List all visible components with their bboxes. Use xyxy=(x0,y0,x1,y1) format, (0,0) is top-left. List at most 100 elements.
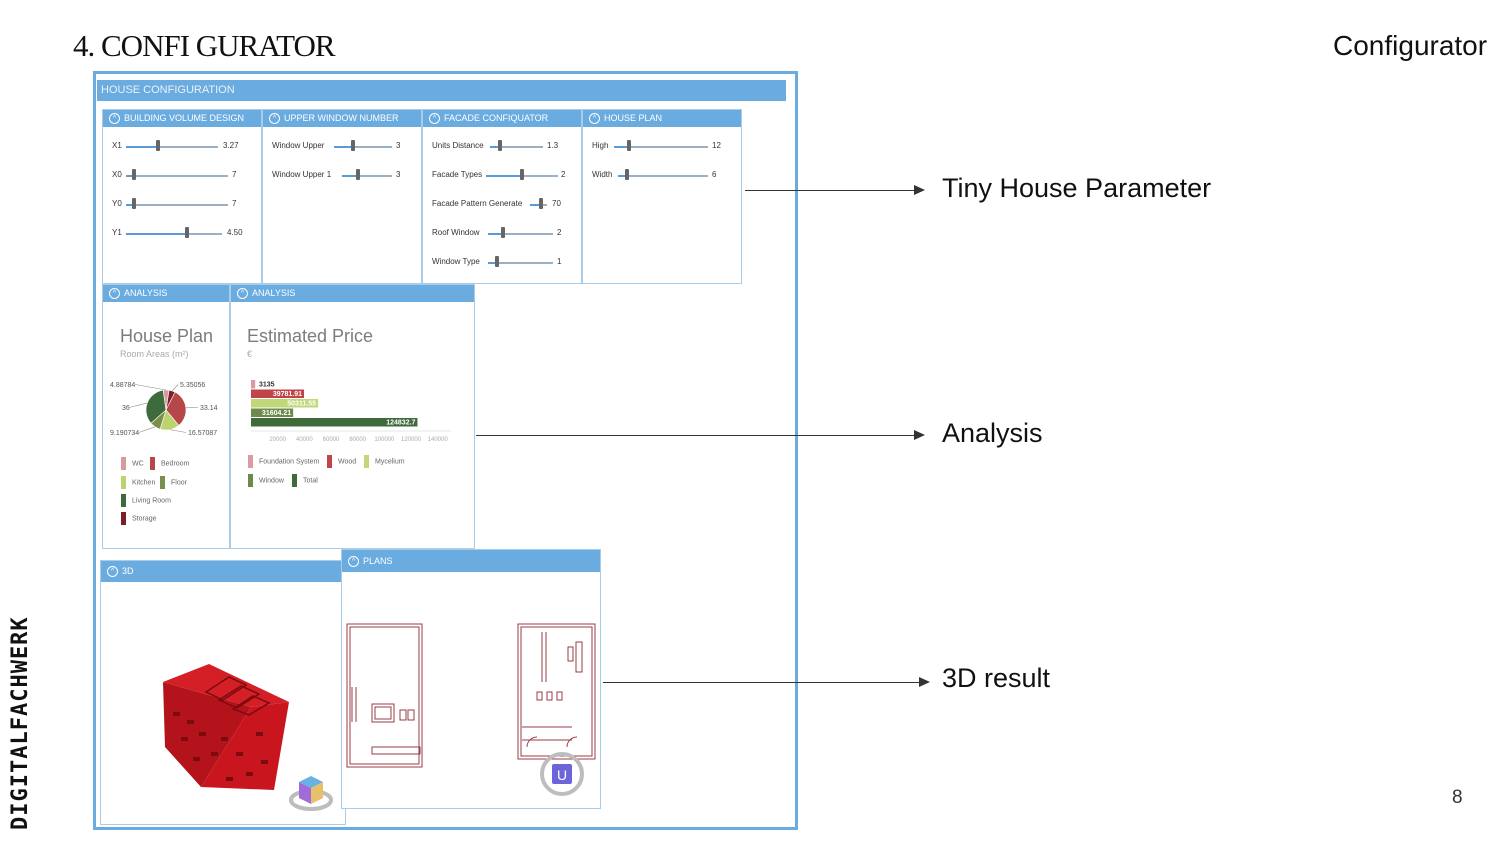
bar-total[interactable] xyxy=(251,418,418,427)
legend-label: Storage xyxy=(132,515,157,523)
slider-value: 3.27 xyxy=(223,141,239,150)
collapse-icon[interactable]: ^ xyxy=(237,288,248,300)
bar-value-label: 31604.21 xyxy=(262,410,291,417)
collapse-icon[interactable]: ^ xyxy=(429,113,440,125)
estimated-price-title: Estimated Price xyxy=(247,326,374,346)
legend-label: WC xyxy=(132,460,144,468)
x-tick-label: 100000 xyxy=(374,437,395,443)
slider-window-upper[interactable]: Window Upper 3 xyxy=(272,139,412,153)
slider-thumb[interactable] xyxy=(627,140,631,151)
slider-y0[interactable]: Y0 7 xyxy=(112,197,252,211)
x-tick-label: 60000 xyxy=(323,437,340,443)
collapse-icon[interactable]: ^ xyxy=(589,113,600,125)
view-cube-navigator[interactable] xyxy=(289,776,333,811)
collapse-icon[interactable]: ^ xyxy=(109,288,120,300)
legend-item: Window xyxy=(248,474,284,487)
3d-header[interactable]: ^ 3D xyxy=(101,561,345,582)
slider-thumb[interactable] xyxy=(498,140,502,151)
bar-wood[interactable] xyxy=(251,389,305,399)
legend-label: Foundation System xyxy=(259,458,320,466)
building-volume-header[interactable]: ^BUILDING VOLUME DESIGN xyxy=(103,110,261,127)
callout-analysis: Analysis xyxy=(942,418,1043,448)
slider-facade-types[interactable]: Facade Types 2 xyxy=(432,168,577,182)
slider-thumb[interactable] xyxy=(520,169,524,180)
slider-thumb[interactable] xyxy=(501,227,505,238)
x-tick-label: 140000 xyxy=(428,437,449,443)
analysis-header[interactable]: ^ANALYSIS xyxy=(231,285,474,302)
legend-swatch xyxy=(292,474,297,487)
slider-x1[interactable]: X1 3.27 xyxy=(112,139,252,153)
house-plan-header[interactable]: ^HOUSE PLAN xyxy=(583,110,741,127)
collapse-icon[interactable]: ^ xyxy=(107,566,118,578)
collapse-icon[interactable]: ^ xyxy=(109,113,120,125)
upper-window-header[interactable]: ^UPPER WINDOW NUMBER xyxy=(263,110,421,127)
legend-item: Living Room xyxy=(121,494,171,507)
panel-title: ANALYSIS xyxy=(124,288,168,298)
legend-item: Mycelium xyxy=(364,455,405,468)
x-tick-label: 80000 xyxy=(349,437,366,443)
slider-thumb[interactable] xyxy=(132,198,136,209)
slider-value: 2 xyxy=(561,170,566,179)
slider-thumb[interactable] xyxy=(495,256,499,267)
slider-label: Facade Types xyxy=(432,170,483,179)
slider-width[interactable]: Width 6 xyxy=(592,168,732,182)
slider-window-upper-1[interactable]: Window Upper 1 3 xyxy=(272,168,412,182)
floor-plans-drawing[interactable]: U xyxy=(342,572,600,808)
legend-item: Floor xyxy=(160,476,187,489)
arrow-right-icon xyxy=(919,677,930,687)
slider-x0[interactable]: X0 7 xyxy=(112,168,252,182)
slider-high[interactable]: High 12 xyxy=(592,139,732,153)
bar-mycelium[interactable] xyxy=(251,399,319,408)
slider-window-type[interactable]: Window Type 1 xyxy=(432,255,577,269)
arrow-right-icon xyxy=(914,185,925,195)
collapse-icon[interactable]: ^ xyxy=(348,556,359,568)
legend-swatch xyxy=(160,476,165,489)
x-tick-label: 40000 xyxy=(296,437,313,443)
collapse-icon[interactable]: ^ xyxy=(269,113,280,125)
pie-slice-wc[interactable] xyxy=(162,389,170,411)
pie-value-label: 36 xyxy=(122,405,130,412)
3d-house-model[interactable] xyxy=(101,582,345,822)
slider-y1[interactable]: Y1 4.50 xyxy=(112,226,252,240)
pie-leader-line xyxy=(171,384,179,392)
navigator-label: U xyxy=(557,767,567,783)
legend-item: Bedroom xyxy=(150,457,189,470)
pie-leader-line xyxy=(129,402,148,408)
bar-foundation-system[interactable] xyxy=(251,380,256,389)
slider-thumb[interactable] xyxy=(351,140,355,151)
legend-label: Wood xyxy=(338,458,357,466)
pie-slice-bedroom[interactable] xyxy=(165,391,187,426)
x-tick-label: 20000 xyxy=(269,437,286,443)
house-roof xyxy=(163,664,289,707)
slider-thumb[interactable] xyxy=(132,169,136,180)
legend-swatch xyxy=(327,455,332,468)
slider-thumb[interactable] xyxy=(625,169,629,180)
legend-label: Living Room xyxy=(132,497,171,505)
bar-window[interactable] xyxy=(251,408,294,418)
slide-title: 4. CONFI GURATOR xyxy=(73,28,336,63)
analysis-header[interactable]: ^ ANALYSIS xyxy=(103,285,229,302)
slider-thumb[interactable] xyxy=(185,227,189,238)
slider-units-distance[interactable]: Units Distance 1.3 xyxy=(432,139,577,153)
house-side-face xyxy=(201,702,289,790)
slider-value: 7 xyxy=(232,170,237,179)
view-navigator-u[interactable]: U xyxy=(540,752,584,796)
slider-label: Y1 xyxy=(112,228,122,237)
pie-value-label: 33.14 xyxy=(200,405,218,412)
legend-swatch xyxy=(121,476,126,489)
legend-label: Window xyxy=(259,477,284,485)
slider-thumb[interactable] xyxy=(539,198,543,209)
slider-roof-window[interactable]: Roof Window 2 xyxy=(432,226,577,240)
panel-title: 3D xyxy=(122,566,134,576)
slider-thumb[interactable] xyxy=(156,140,160,151)
plans-header[interactable]: ^PLANS xyxy=(342,550,600,572)
pie-leader-line xyxy=(169,429,187,433)
bar-value-label: 3135 xyxy=(259,382,275,389)
callout-3d-result: 3D result xyxy=(942,663,1051,693)
legend-item: Foundation System xyxy=(248,455,319,468)
slider-thumb[interactable] xyxy=(356,169,360,180)
slider-value: 1 xyxy=(557,257,562,266)
slider-value: 12 xyxy=(712,141,721,150)
slider-facade-pattern[interactable]: Facade Pattern Generate 70 xyxy=(432,197,577,211)
facade-header[interactable]: ^FACADE CONFIQUATOR xyxy=(423,110,581,127)
